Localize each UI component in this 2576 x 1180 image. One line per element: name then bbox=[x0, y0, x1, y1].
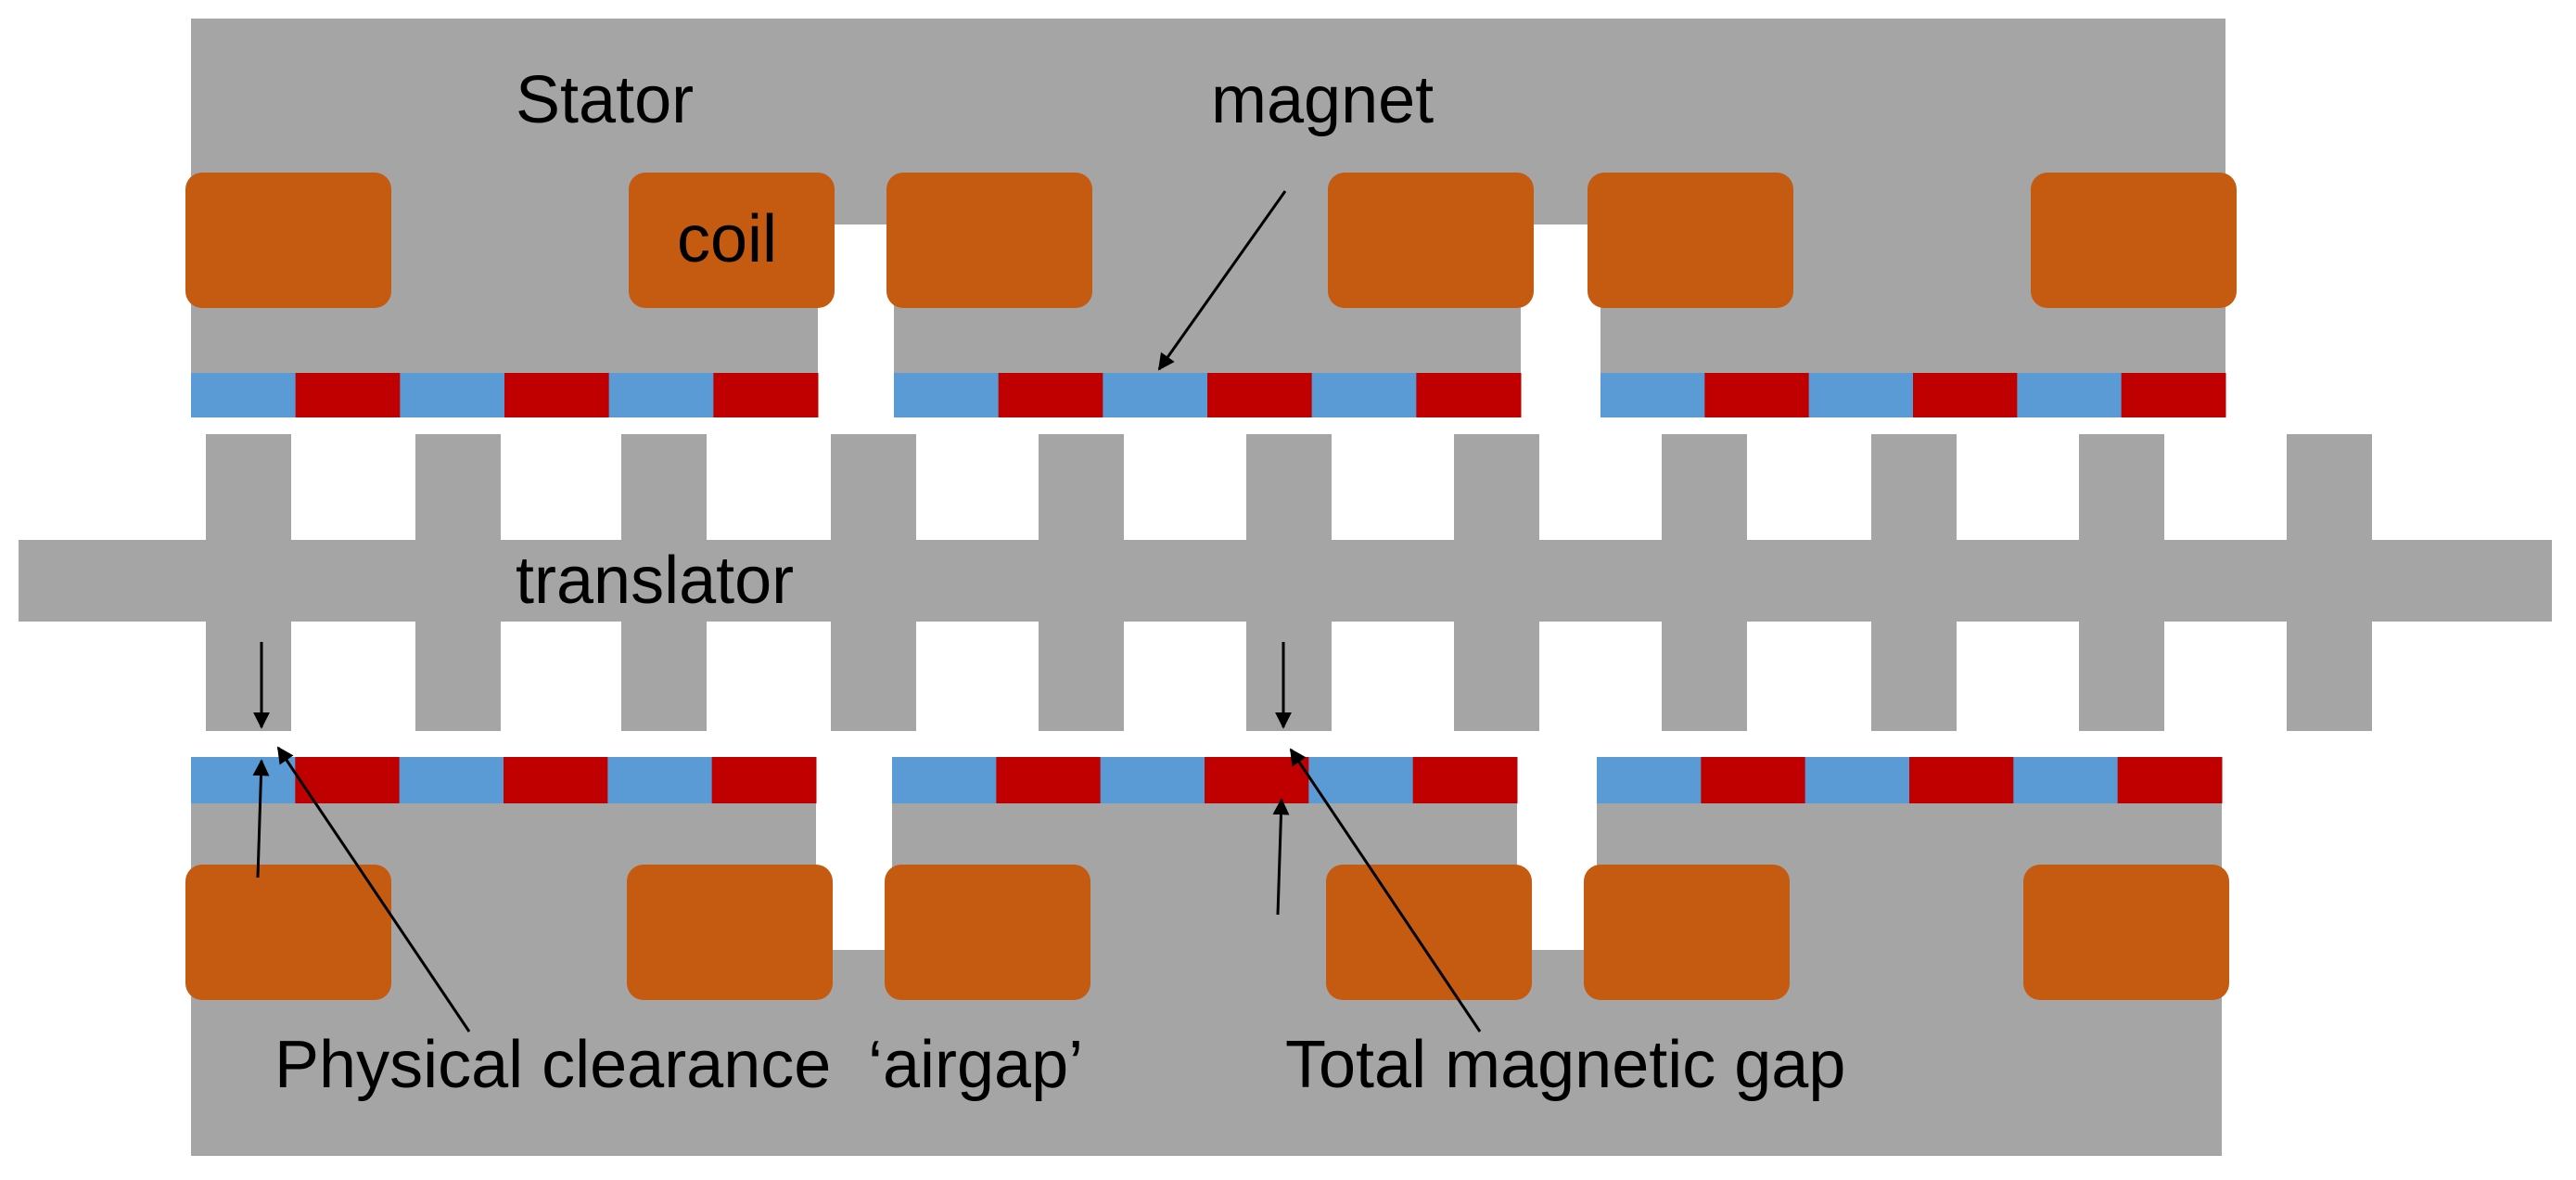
top-magnet-block bbox=[1103, 373, 1208, 417]
translator-tooth-lower bbox=[415, 616, 501, 731]
total-gap-leader-arrow bbox=[1289, 748, 1482, 1032]
top-magnet-block bbox=[1808, 373, 1914, 417]
coil-top bbox=[185, 173, 391, 308]
top-magnet-block bbox=[713, 373, 819, 417]
bottom-magnet-block bbox=[996, 757, 1102, 803]
bottom-magnet-block bbox=[711, 757, 817, 803]
coils bbox=[185, 173, 2237, 1000]
translator-tooth-upper bbox=[2287, 434, 2372, 545]
bottom-magnet-block bbox=[1100, 757, 1205, 803]
bottom-magnet-block bbox=[1412, 757, 1518, 803]
top-magnet-block bbox=[295, 373, 401, 417]
translator-tooth-upper bbox=[1246, 434, 1332, 545]
coil-top bbox=[886, 173, 1092, 308]
translator-spine bbox=[19, 540, 2552, 622]
coil-bottom bbox=[2023, 865, 2229, 1000]
bottom-magnet-block bbox=[892, 757, 997, 803]
bottom-stator-back-iron bbox=[191, 950, 2222, 1156]
total-magnetic-gap-label: Total magnetic gap bbox=[1285, 1028, 1845, 1102]
translator-label: translator bbox=[516, 544, 794, 618]
top-magnet-block bbox=[998, 373, 1103, 417]
bottom-magnet-block bbox=[1597, 757, 1702, 803]
translator-tooth-upper bbox=[1662, 434, 1747, 545]
bottom-magnet-block bbox=[295, 757, 401, 803]
translator-tooth-lower bbox=[1246, 616, 1332, 731]
translator-tooth-lower bbox=[621, 616, 707, 731]
coil-top bbox=[2031, 173, 2237, 308]
coil-bottom bbox=[885, 865, 1090, 1000]
top-magnet-block bbox=[400, 373, 505, 417]
physical-clearance-label: Physical clearance bbox=[274, 1028, 831, 1102]
bottom-magnet-block bbox=[2117, 757, 2223, 803]
top-magnet-block bbox=[2017, 373, 2123, 417]
stator-label: Stator bbox=[516, 63, 694, 137]
annotation-arrows bbox=[252, 190, 1482, 1032]
coil-bottom bbox=[1584, 865, 1790, 1000]
coil-bottom bbox=[1326, 865, 1532, 1000]
translator-tooth-upper bbox=[831, 434, 916, 545]
top-magnet-block bbox=[894, 373, 1000, 417]
airgap-label: ‘airgap’ bbox=[868, 1028, 1083, 1102]
translator-tooth-upper bbox=[1454, 434, 1539, 545]
coil-bottom bbox=[627, 865, 833, 1000]
coil-top bbox=[1588, 173, 1793, 308]
magnet-strips bbox=[191, 373, 2226, 803]
gap-arrow-up-center bbox=[1272, 798, 1290, 916]
bottom-magnet-block bbox=[191, 757, 296, 803]
magnet-label: magnet bbox=[1211, 63, 1434, 137]
translator-tooth-lower bbox=[2287, 616, 2372, 731]
bottom-magnet-block bbox=[1909, 757, 2014, 803]
bottom-magnet-block bbox=[1205, 757, 1309, 803]
translator-tooth-upper bbox=[621, 434, 707, 545]
clearance-arrow-up-left bbox=[252, 759, 270, 879]
translator-tooth-upper bbox=[1871, 434, 1957, 545]
translator-tooth-upper bbox=[206, 434, 291, 545]
translator-tooth-lower bbox=[1454, 616, 1539, 731]
coil-top bbox=[629, 173, 835, 308]
bottom-magnet-block bbox=[2013, 757, 2119, 803]
magnet-pointer-arrow bbox=[1157, 190, 1287, 371]
top-magnet-block bbox=[2121, 373, 2226, 417]
translator-tooth-lower bbox=[1871, 616, 1957, 731]
top-magnet-block bbox=[1311, 373, 1417, 417]
translator-tooth-upper bbox=[415, 434, 501, 545]
top-magnet-block bbox=[1416, 373, 1522, 417]
translator-tooth-lower bbox=[206, 616, 291, 731]
bottom-magnet-block bbox=[1308, 757, 1414, 803]
top-magnet-block bbox=[504, 373, 610, 417]
translator-tooth-upper bbox=[1039, 434, 1124, 545]
bottom-magnet-block bbox=[504, 757, 608, 803]
clearance-leader-arrow bbox=[276, 746, 471, 1032]
translator-tooth-lower bbox=[2079, 616, 2164, 731]
translator-tooth-lower bbox=[1039, 616, 1124, 731]
top-magnet-block bbox=[1913, 373, 2018, 417]
coil-bottom bbox=[185, 865, 391, 1000]
top-magnet-block bbox=[1600, 373, 1705, 417]
coil-label: coil bbox=[677, 202, 777, 276]
top-magnet-block bbox=[1207, 373, 1313, 417]
top-magnet-block bbox=[608, 373, 714, 417]
bottom-magnet-block bbox=[399, 757, 504, 803]
bottom-magnet-block bbox=[1804, 757, 1910, 803]
top-magnet-block bbox=[191, 373, 297, 417]
translator-tooth-lower bbox=[831, 616, 916, 731]
top-stator-back-iron bbox=[191, 19, 2225, 224]
coil-top bbox=[1328, 173, 1534, 308]
bottom-magnet-block bbox=[607, 757, 713, 803]
translator-tooth-lower bbox=[1662, 616, 1747, 731]
bottom-magnet-block bbox=[1701, 757, 1806, 803]
top-magnet-block bbox=[1704, 373, 1810, 417]
translator-tooth-upper bbox=[2079, 434, 2164, 545]
